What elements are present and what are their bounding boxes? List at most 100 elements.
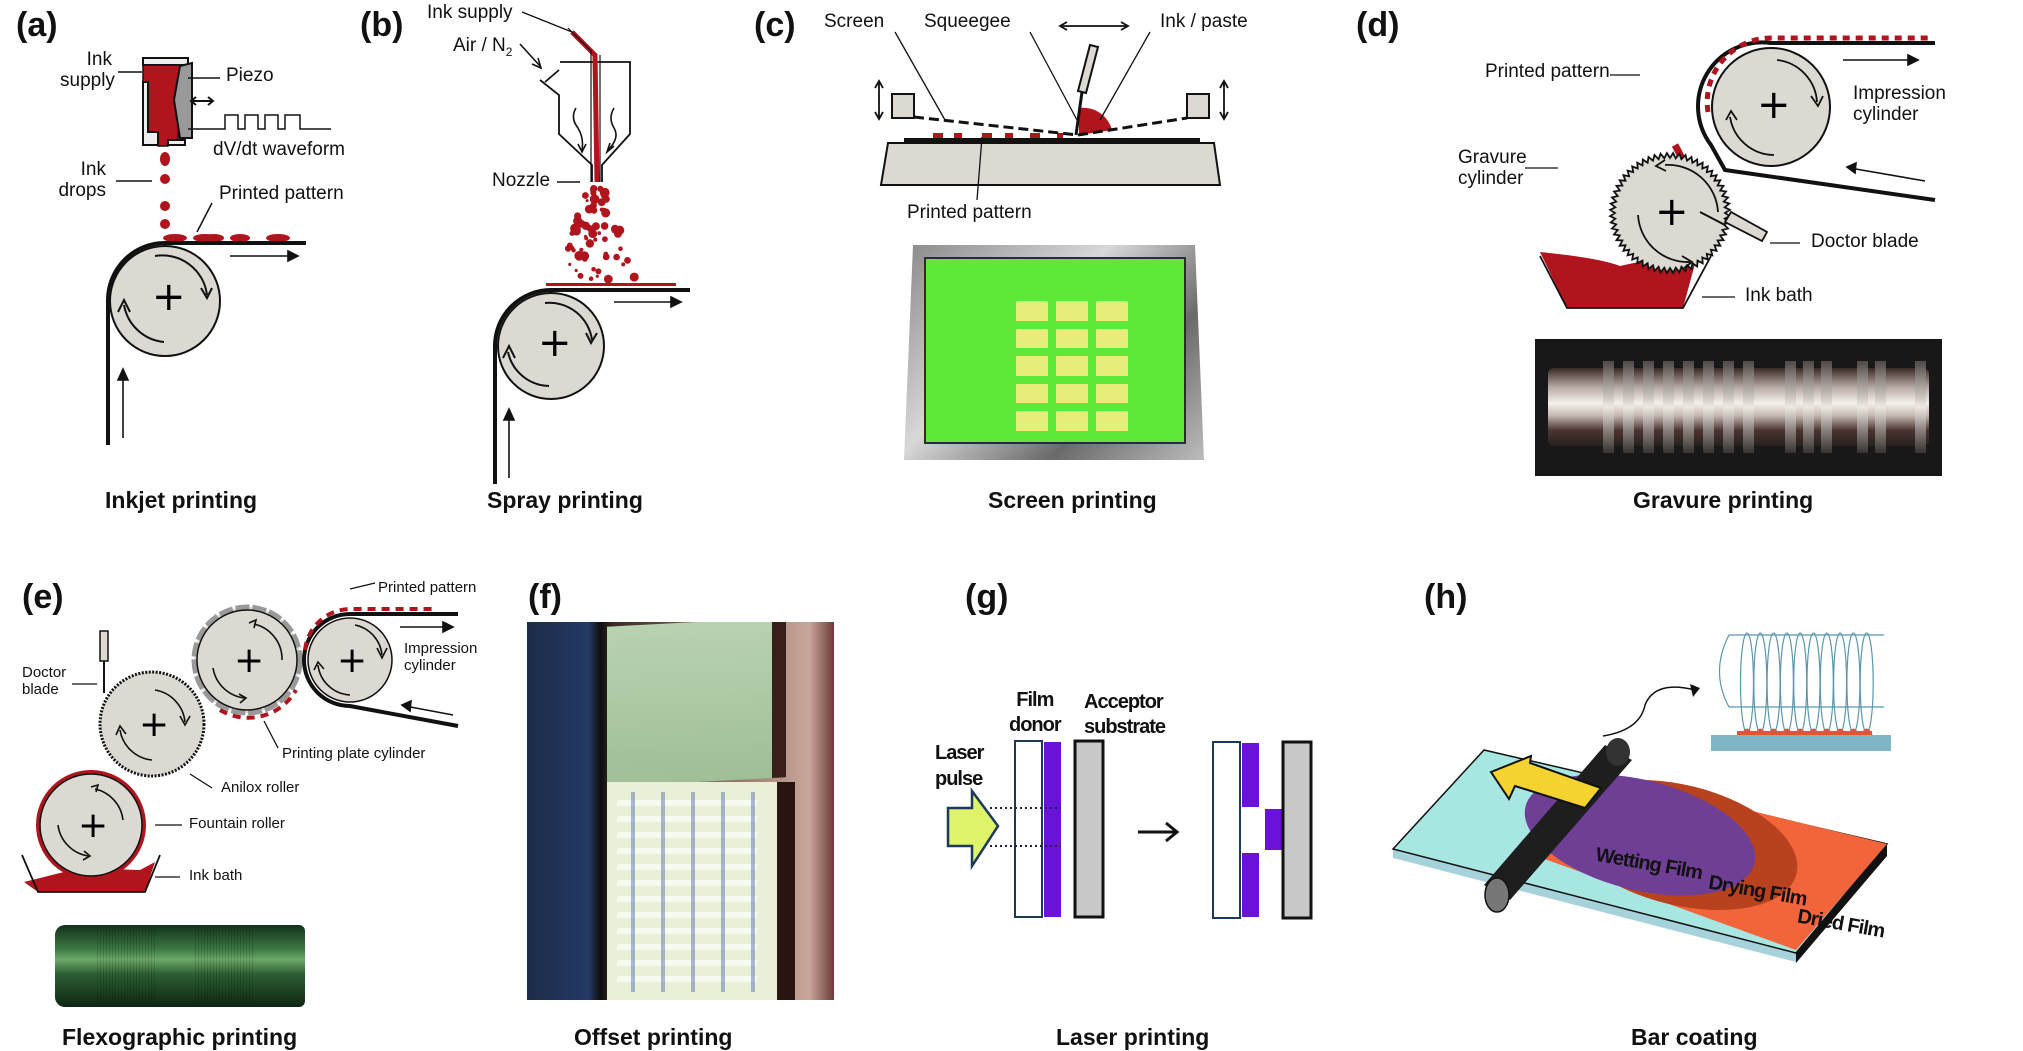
impression-cylinder (307, 617, 393, 703)
spray-diagram: + (493, 11, 690, 484)
rotation-arrows (1637, 159, 1719, 269)
anilox-roller (98, 670, 206, 778)
spray-droplet (585, 199, 589, 203)
spray-droplet (597, 185, 604, 192)
waveform-icon (188, 114, 331, 130)
wire-coil (1846, 632, 1861, 734)
frame-lift-arrows (874, 79, 1229, 121)
web-direction-arrows (502, 295, 683, 478)
spray-droplet (579, 251, 590, 261)
ink-drops (160, 152, 170, 229)
doctor-blade (1699, 211, 1726, 226)
rotation-arrows (313, 624, 388, 696)
wire-coil (1859, 632, 1874, 734)
label-ink-supply-b: Ink supply (427, 2, 513, 23)
spray-droplet (591, 267, 596, 272)
piezo-element (172, 61, 193, 139)
label-printed-pattern-d: Printed pattern (1485, 61, 1610, 82)
spray-droplet (624, 257, 631, 264)
laser-beam-lines (990, 807, 1061, 847)
spray-droplet (595, 268, 602, 275)
spray-droplet (621, 262, 626, 267)
printed-film (546, 283, 676, 286)
label-nozzle: Nozzle (492, 170, 551, 191)
spray-droplet (574, 268, 578, 273)
meyer-rod (1484, 745, 1632, 900)
caption-laser: Laser printing (1056, 1024, 1210, 1050)
wire-coil (1819, 632, 1834, 734)
spray-droplet (603, 274, 613, 284)
spray-droplet (602, 236, 608, 243)
impression-cylinder (1711, 47, 1831, 167)
spray-droplet (579, 247, 584, 252)
spray-droplet (584, 193, 589, 198)
label-ink-drops: Ink drops (58, 159, 106, 201)
rod-end (1484, 877, 1510, 913)
substrate-web (302, 612, 459, 728)
engraved-band (1643, 361, 1654, 453)
engraved-band (1821, 361, 1832, 453)
film-donor-remaining-top (1242, 743, 1259, 807)
caption-gravure: Gravure printing (1633, 487, 1814, 513)
wire-wound-rod-inset (1719, 632, 1884, 734)
transferred-pixel (1265, 809, 1283, 850)
spray-droplet (611, 224, 619, 233)
spray-droplet (608, 277, 613, 282)
spray-droplet (584, 234, 588, 239)
engraved-band (1683, 361, 1694, 453)
bar-coating-diagram (1391, 632, 1891, 963)
spray-droplet (590, 189, 597, 196)
engraved-bands (1535, 361, 1942, 453)
plus-icon: + (1757, 82, 1791, 128)
screen-pattern-pad (1016, 301, 1048, 321)
label-air-n2: Air / N2 (453, 35, 512, 59)
wire-coil (1739, 632, 1755, 734)
spray-droplet (571, 248, 576, 253)
spray-droplet (629, 272, 639, 282)
coating-direction-arrow (1489, 754, 1603, 810)
label-squeegee: Squeegee (924, 11, 1011, 32)
gravure-cylinder (1608, 151, 1732, 275)
gravure-cylinder-photo (1535, 339, 1942, 476)
nozzle-body (539, 61, 631, 182)
label-printed-pattern: Printed pattern (219, 183, 344, 204)
spray-droplet (568, 262, 572, 266)
flexo-roller-photo (55, 925, 305, 1007)
wire-coil (1793, 632, 1808, 734)
spray-droplet (618, 246, 623, 251)
label-printing-plate-cylinder: Printing plate cylinder (282, 745, 426, 762)
spray-droplet (566, 242, 573, 249)
label-ink-bath-e: Ink bath (189, 867, 243, 884)
caption-spray: Spray printing (487, 487, 643, 513)
printed-pattern-gravure (1704, 35, 1930, 113)
plus-icon: + (152, 274, 186, 320)
label-screen: Screen (824, 11, 885, 32)
substrate (904, 138, 1200, 143)
wire-coil (1779, 632, 1795, 734)
spray-droplet (597, 231, 602, 236)
panel-label-f: (f) (528, 578, 562, 616)
label-impression-cylinder-d: Impression cylinder (1853, 83, 1946, 125)
panel-label-d: (d) (1356, 6, 1400, 44)
screen-diagram (874, 21, 1229, 201)
spray-droplet (570, 223, 580, 234)
fountain-roller (36, 770, 146, 880)
print-head (142, 57, 189, 147)
screen-pattern-pad (1016, 356, 1048, 376)
screen-pattern-pad (1056, 301, 1088, 321)
spray-droplet (585, 239, 595, 248)
callout-arrow (1602, 686, 1696, 737)
panel-label-b: (b) (360, 6, 404, 44)
label-printed-pattern-c: Printed pattern (907, 202, 1032, 223)
spray-droplet (600, 222, 609, 230)
inkjet-diagram: + (106, 57, 331, 445)
leader-lines (1525, 74, 1800, 298)
film-donor-carrier-after (1212, 741, 1241, 919)
laser-pulse-arrow (946, 787, 1000, 871)
screen-pattern-pad (1016, 383, 1048, 404)
screen-pattern-grid (1016, 301, 1128, 431)
inset-substrate (1711, 735, 1891, 751)
acceptor-substrate (1073, 739, 1105, 919)
ink-bath (21, 854, 161, 893)
screen-pattern-pad (1056, 383, 1088, 404)
